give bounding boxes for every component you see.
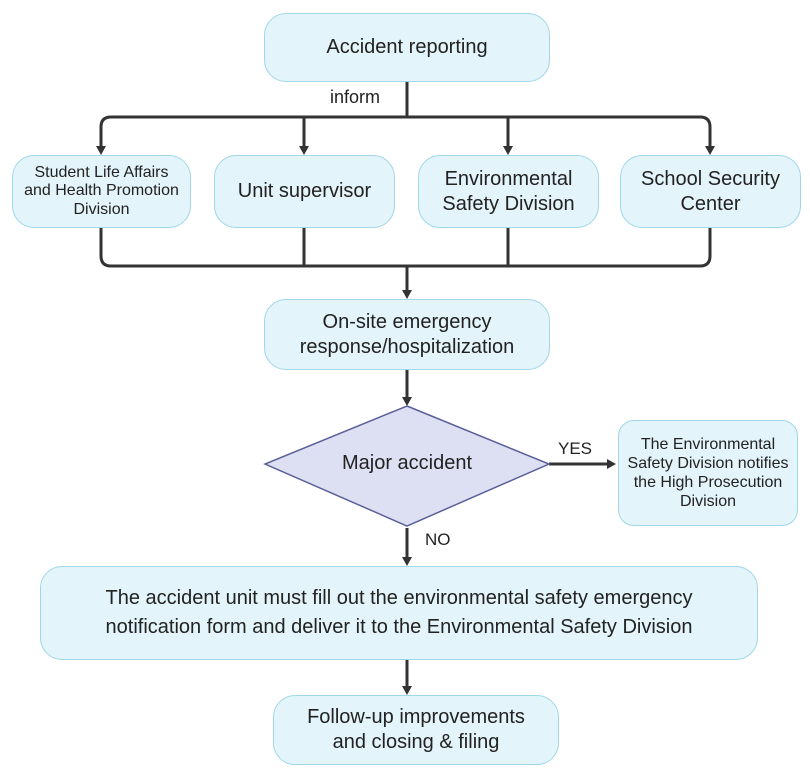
node-fill-form: The accident unit must fill out the envi…: [40, 566, 758, 660]
node-student-life-text: Student Life Affairs and Health Promotio…: [24, 163, 179, 218]
label-no: NO: [425, 530, 451, 549]
arrowhead: [402, 290, 412, 299]
arrowhead: [705, 146, 715, 155]
arrowhead: [96, 146, 106, 155]
node-env-safety: Environmental Safety Division: [418, 155, 599, 228]
node-env-safety-text: Environmental Safety Division: [442, 167, 575, 215]
node-onsite-response-text: On-site emergency response/hospitalizati…: [299, 310, 515, 358]
inform-bus: [99, 115, 712, 152]
arrowhead: [402, 557, 412, 566]
node-onsite-response: On-site emergency response/hospitalizati…: [264, 299, 550, 370]
node-notifies-prosecution-text: The Environmental Safety Division notifi…: [627, 435, 789, 511]
decision-diamond: [263, 405, 551, 527]
node-student-life: Student Life Affairs and Health Promotio…: [12, 155, 191, 228]
node-notifies-prosecution: The Environmental Safety Division notifi…: [618, 420, 798, 526]
label-inform: inform: [330, 87, 381, 107]
label-yes: YES: [558, 439, 593, 458]
node-follow-up-text: Follow-up improvements and closing & fil…: [307, 706, 525, 753]
arrowhead: [402, 397, 412, 406]
node-security-center-text: School Security Center: [641, 167, 780, 215]
node-unit-supervisor-text: Unit supervisor: [237, 180, 372, 202]
arrowhead: [402, 686, 412, 695]
node-accident-reporting-text: Accident reporting: [326, 36, 488, 58]
arrowhead: [299, 146, 309, 155]
node-fill-form-text: The accident unit must fill out the envi…: [105, 587, 693, 638]
arrowhead: [607, 459, 616, 469]
arrowhead: [503, 146, 513, 155]
decision-label: Major accident: [341, 452, 473, 474]
collect-bus: [99, 228, 712, 268]
node-accident-reporting: Accident reporting: [264, 13, 550, 82]
node-unit-supervisor: Unit supervisor: [214, 155, 395, 228]
node-security-center: School Security Center: [620, 155, 801, 228]
node-follow-up: Follow-up improvements and closing & fil…: [273, 695, 559, 765]
